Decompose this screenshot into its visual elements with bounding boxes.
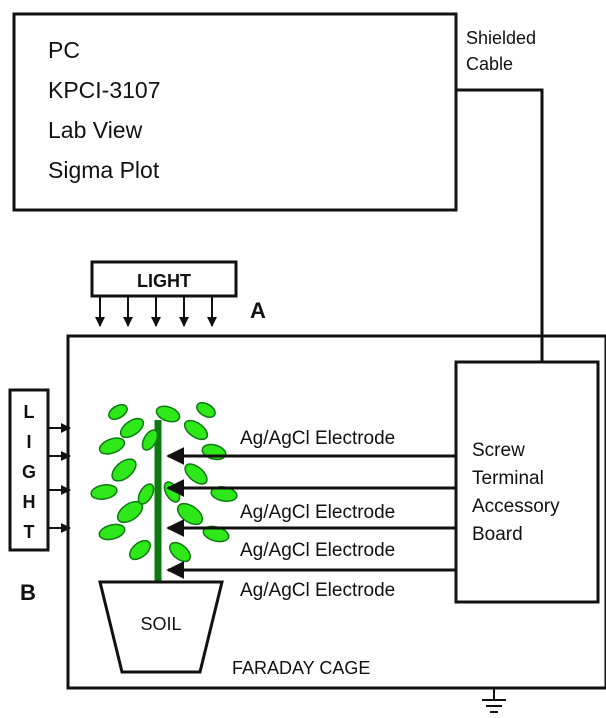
- electrode-label-2: Ag/AgCl Electrode: [240, 502, 395, 523]
- soil-pot: SOIL: [98, 580, 224, 674]
- faraday-cage-label: FARADAY CAGE: [232, 658, 370, 678]
- marker-b: B: [20, 580, 36, 605]
- pc-line-2: KPCI-3107: [48, 77, 161, 103]
- light-side-letter-1: L: [24, 402, 35, 422]
- terminal-board: Screw Terminal Accessory Board: [454, 360, 600, 604]
- shielded-cable: [456, 88, 544, 362]
- pc-line-4: Sigma Plot: [48, 157, 160, 183]
- board-line-4: Board: [472, 524, 523, 545]
- pc-box: PC KPCI-3107 Lab View Sigma Plot: [12, 12, 458, 212]
- light-side-letter-3: G: [22, 462, 36, 482]
- board-line-2: Terminal: [472, 468, 544, 489]
- electrode-label-3: Ag/AgCl Electrode: [240, 540, 395, 561]
- marker-a: A: [250, 298, 266, 323]
- faraday-cage: [66, 334, 606, 690]
- light-source-side: L I G H T: [8, 388, 71, 552]
- light-side-letter-2: I: [26, 432, 31, 452]
- light-top-label: LIGHT: [137, 271, 191, 291]
- board-line-3: Accessory: [472, 496, 560, 517]
- cable-label-line-2: Cable: [466, 54, 513, 74]
- cable-label-line-1: Shielded: [466, 28, 536, 48]
- pc-line-3: Lab View: [48, 117, 143, 143]
- pc-line-1: PC: [48, 37, 80, 63]
- light-side-letter-4: H: [23, 492, 36, 512]
- plant-icon: [90, 402, 238, 582]
- pot-label: SOIL: [140, 614, 181, 634]
- ground-icon: [482, 688, 506, 713]
- board-line-1: Screw: [472, 440, 525, 461]
- light-side-letter-5: T: [24, 522, 35, 542]
- light-source-top: LIGHT: [90, 260, 238, 327]
- electrode-label-1: Ag/AgCl Electrode: [240, 428, 395, 449]
- electrode-label-4: Ag/AgCl Electrode: [240, 580, 395, 601]
